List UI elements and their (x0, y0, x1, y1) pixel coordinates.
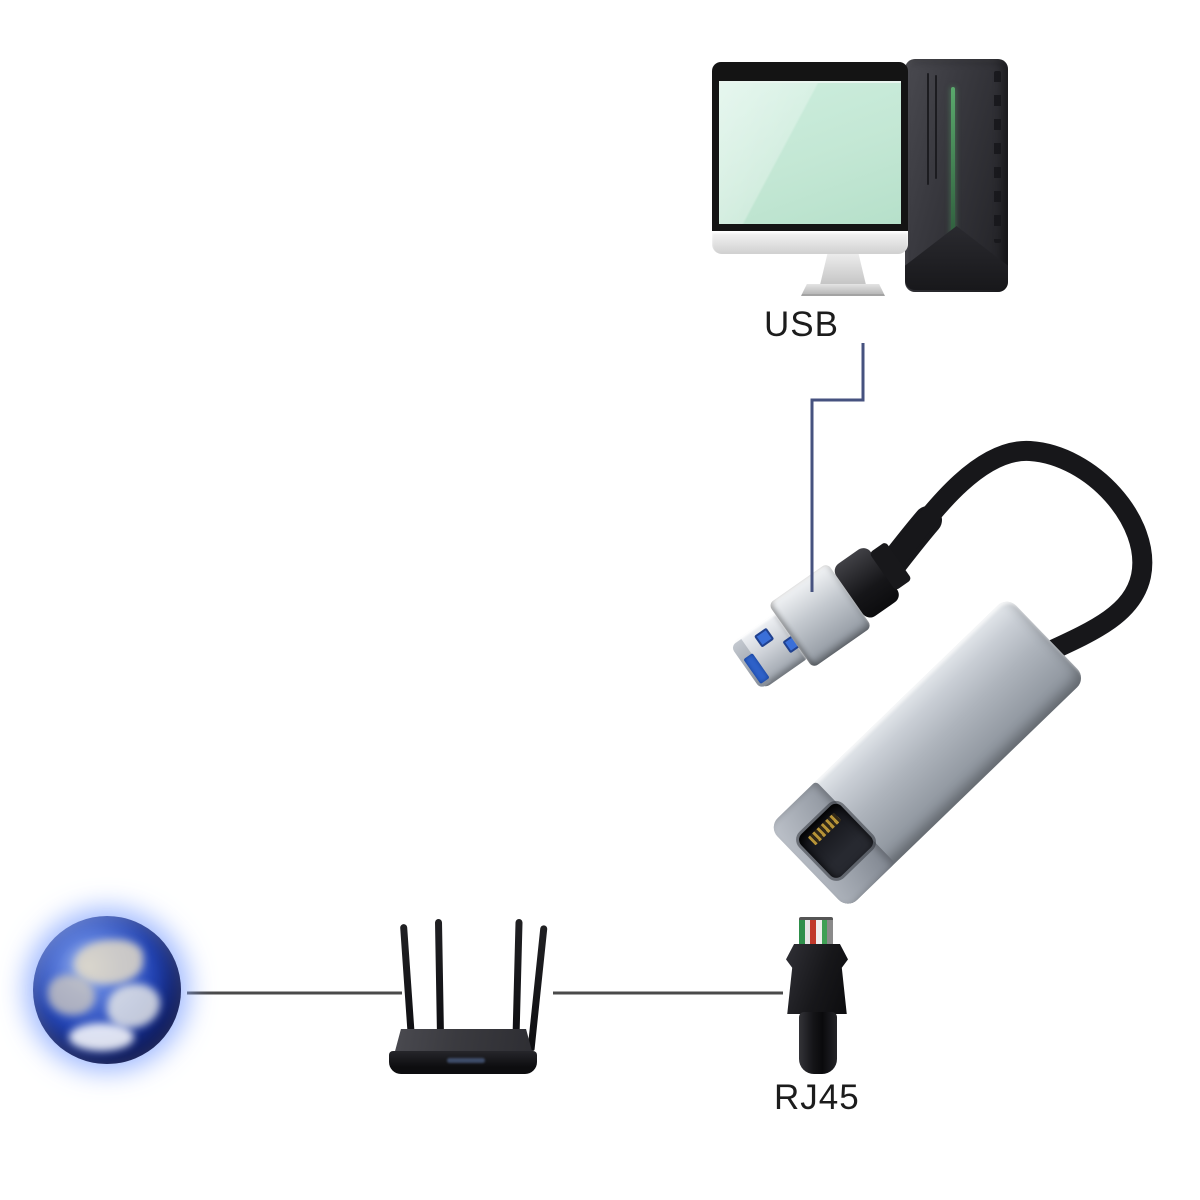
usb-annotation-line (810, 343, 865, 592)
wifi-router-top (394, 1029, 533, 1055)
router-status-lights (447, 1058, 485, 1063)
usb-label: USB (764, 305, 839, 344)
pc-tower (905, 59, 1008, 292)
wire-white (816, 920, 822, 950)
adapter-cable (881, 440, 1153, 662)
rj45-label: RJ45 (774, 1078, 860, 1117)
rj45-plug-boot (799, 1012, 837, 1074)
tower-groove (935, 75, 937, 179)
continent (74, 939, 143, 985)
screen-reflection (719, 83, 901, 224)
tower-green-accent (951, 87, 955, 237)
monitor (712, 62, 908, 231)
wire-green (821, 920, 828, 950)
tower-groove (927, 73, 929, 185)
wire-red (810, 920, 817, 950)
monitor-screen (719, 81, 901, 224)
continent (68, 1022, 134, 1051)
wire-white (804, 920, 811, 950)
monitor-chin (712, 231, 908, 254)
wire-green (799, 920, 805, 950)
wire-gray (827, 920, 833, 950)
tower-front-ports (994, 71, 1001, 243)
internet-globe (33, 916, 181, 1064)
wifi-router-front (389, 1051, 537, 1074)
continent (47, 975, 96, 1016)
rj45-plug-body (786, 944, 848, 1014)
monitor-stand-base (801, 284, 885, 296)
monitor-stand-neck (820, 254, 866, 285)
